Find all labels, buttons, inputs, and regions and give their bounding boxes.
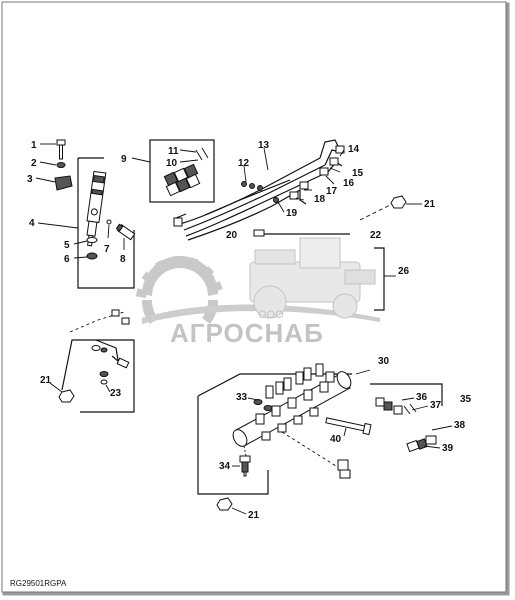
callout-10: 10	[166, 158, 178, 169]
clip-box	[149, 139, 215, 203]
banjo-fitting-part	[337, 459, 349, 471]
callout-33: 33	[236, 392, 248, 403]
injector-part	[86, 170, 107, 247]
callout-21-left: 21	[40, 375, 52, 386]
watermark-small-text: ООО	[258, 309, 284, 321]
callout-labels: 1 2 3 4 5 6 7 8 9 10 11 12 13 14 15 16 1…	[27, 140, 472, 521]
callout-30: 30	[378, 356, 390, 367]
pipe-connector-part	[253, 229, 265, 237]
callout-4: 4	[29, 218, 35, 229]
watermark-brand-text: АГРОСНАБ	[170, 318, 324, 348]
callout-26: 26	[398, 266, 410, 277]
callout-2: 2	[31, 158, 37, 169]
callout-17: 17	[326, 186, 338, 197]
seal-washer-part	[86, 252, 98, 260]
callout-8: 8	[120, 254, 126, 265]
callout-40: 40	[330, 434, 342, 445]
callout-36: 36	[416, 392, 428, 403]
reference-code: RG29501RGPA	[10, 579, 67, 588]
harvester-icon	[249, 237, 376, 319]
seal-ring-part	[99, 371, 109, 377]
o-ring-part	[86, 237, 98, 243]
clip-part	[163, 163, 201, 197]
callout-16: 16	[343, 178, 355, 189]
callout-37: 37	[430, 400, 442, 411]
nut-part-left	[58, 389, 75, 403]
callout-20: 20	[226, 230, 238, 241]
callout-15: 15	[352, 168, 364, 179]
callout-11: 11	[168, 146, 179, 157]
callout-23: 23	[110, 388, 122, 399]
callout-19: 19	[286, 208, 298, 219]
nut-part-bottom	[216, 497, 247, 515]
clip-box-group	[131, 139, 215, 203]
nut-part	[390, 195, 422, 209]
callout-38: 38	[454, 420, 466, 431]
callout-7: 7	[104, 244, 110, 255]
group-bracket	[374, 247, 385, 311]
injector-bracket	[77, 158, 135, 289]
return-pipe-group	[337, 383, 453, 479]
callout-39: 39	[442, 443, 454, 454]
callout-12: 12	[238, 158, 250, 169]
callout-35: 35	[460, 394, 472, 405]
small-washer-part	[106, 219, 112, 225]
fitting-part	[115, 223, 136, 241]
washer-part	[56, 162, 66, 168]
pressure-sensor-part	[239, 455, 251, 477]
injector-group	[35, 139, 136, 289]
fitting-set-part	[253, 363, 324, 411]
screw-part	[195, 147, 209, 161]
callout-6: 6	[64, 254, 70, 265]
pipe-clip-part	[375, 397, 417, 415]
callout-13: 13	[258, 140, 270, 151]
mounting-bolt-part	[325, 417, 372, 436]
callout-21-top: 21	[424, 199, 436, 210]
callout-5: 5	[64, 240, 70, 251]
callout-14: 14	[348, 144, 360, 155]
watermark-logo: ООО АГРОСНАБ	[135, 237, 380, 348]
bolt-part	[56, 139, 66, 160]
callout-22: 22	[370, 230, 382, 241]
callout-34: 34	[219, 461, 231, 472]
fuel-rail-part	[232, 371, 352, 447]
callout-9: 9	[121, 154, 127, 165]
callout-21-bottom: 21	[248, 510, 260, 521]
clamp-part	[54, 175, 73, 191]
line-nut-part	[335, 145, 345, 154]
callout-3: 3	[27, 174, 33, 185]
callout-18: 18	[314, 194, 326, 205]
elbow-fitting-part	[406, 438, 428, 453]
callout-1: 1	[31, 140, 37, 151]
pressure-lines-group	[173, 139, 393, 241]
leak-off-group	[49, 309, 135, 413]
fuel-rail-group	[197, 363, 372, 495]
